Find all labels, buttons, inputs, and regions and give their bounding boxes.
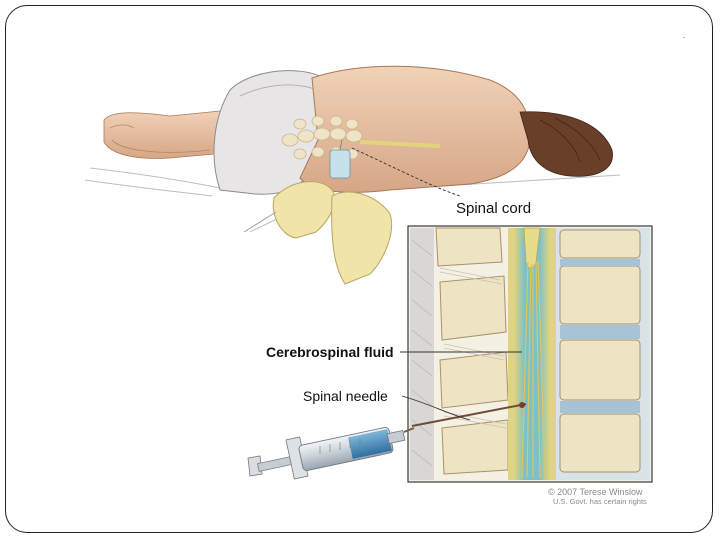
needle-leader [401, 395, 471, 421]
spinal-cord-leader [351, 147, 461, 197]
cerebrospinal-fluid-label: Cerebrospinal fluid [266, 344, 394, 360]
copyright-line-2: U.S. Govt. has certain rights [553, 497, 647, 506]
syringe [247, 427, 415, 480]
copyright-line-1: © 2007 Terese Winslow [548, 487, 643, 497]
spinal-cord-label: Spinal cord [456, 200, 532, 217]
spinal-needle-label: Spinal needle [303, 388, 388, 404]
inset-cross-section [407, 225, 653, 483]
gloved-hands [243, 139, 393, 285]
corner-mark: . [683, 31, 686, 40]
patient-legs [103, 109, 237, 159]
patient-back [281, 65, 613, 193]
